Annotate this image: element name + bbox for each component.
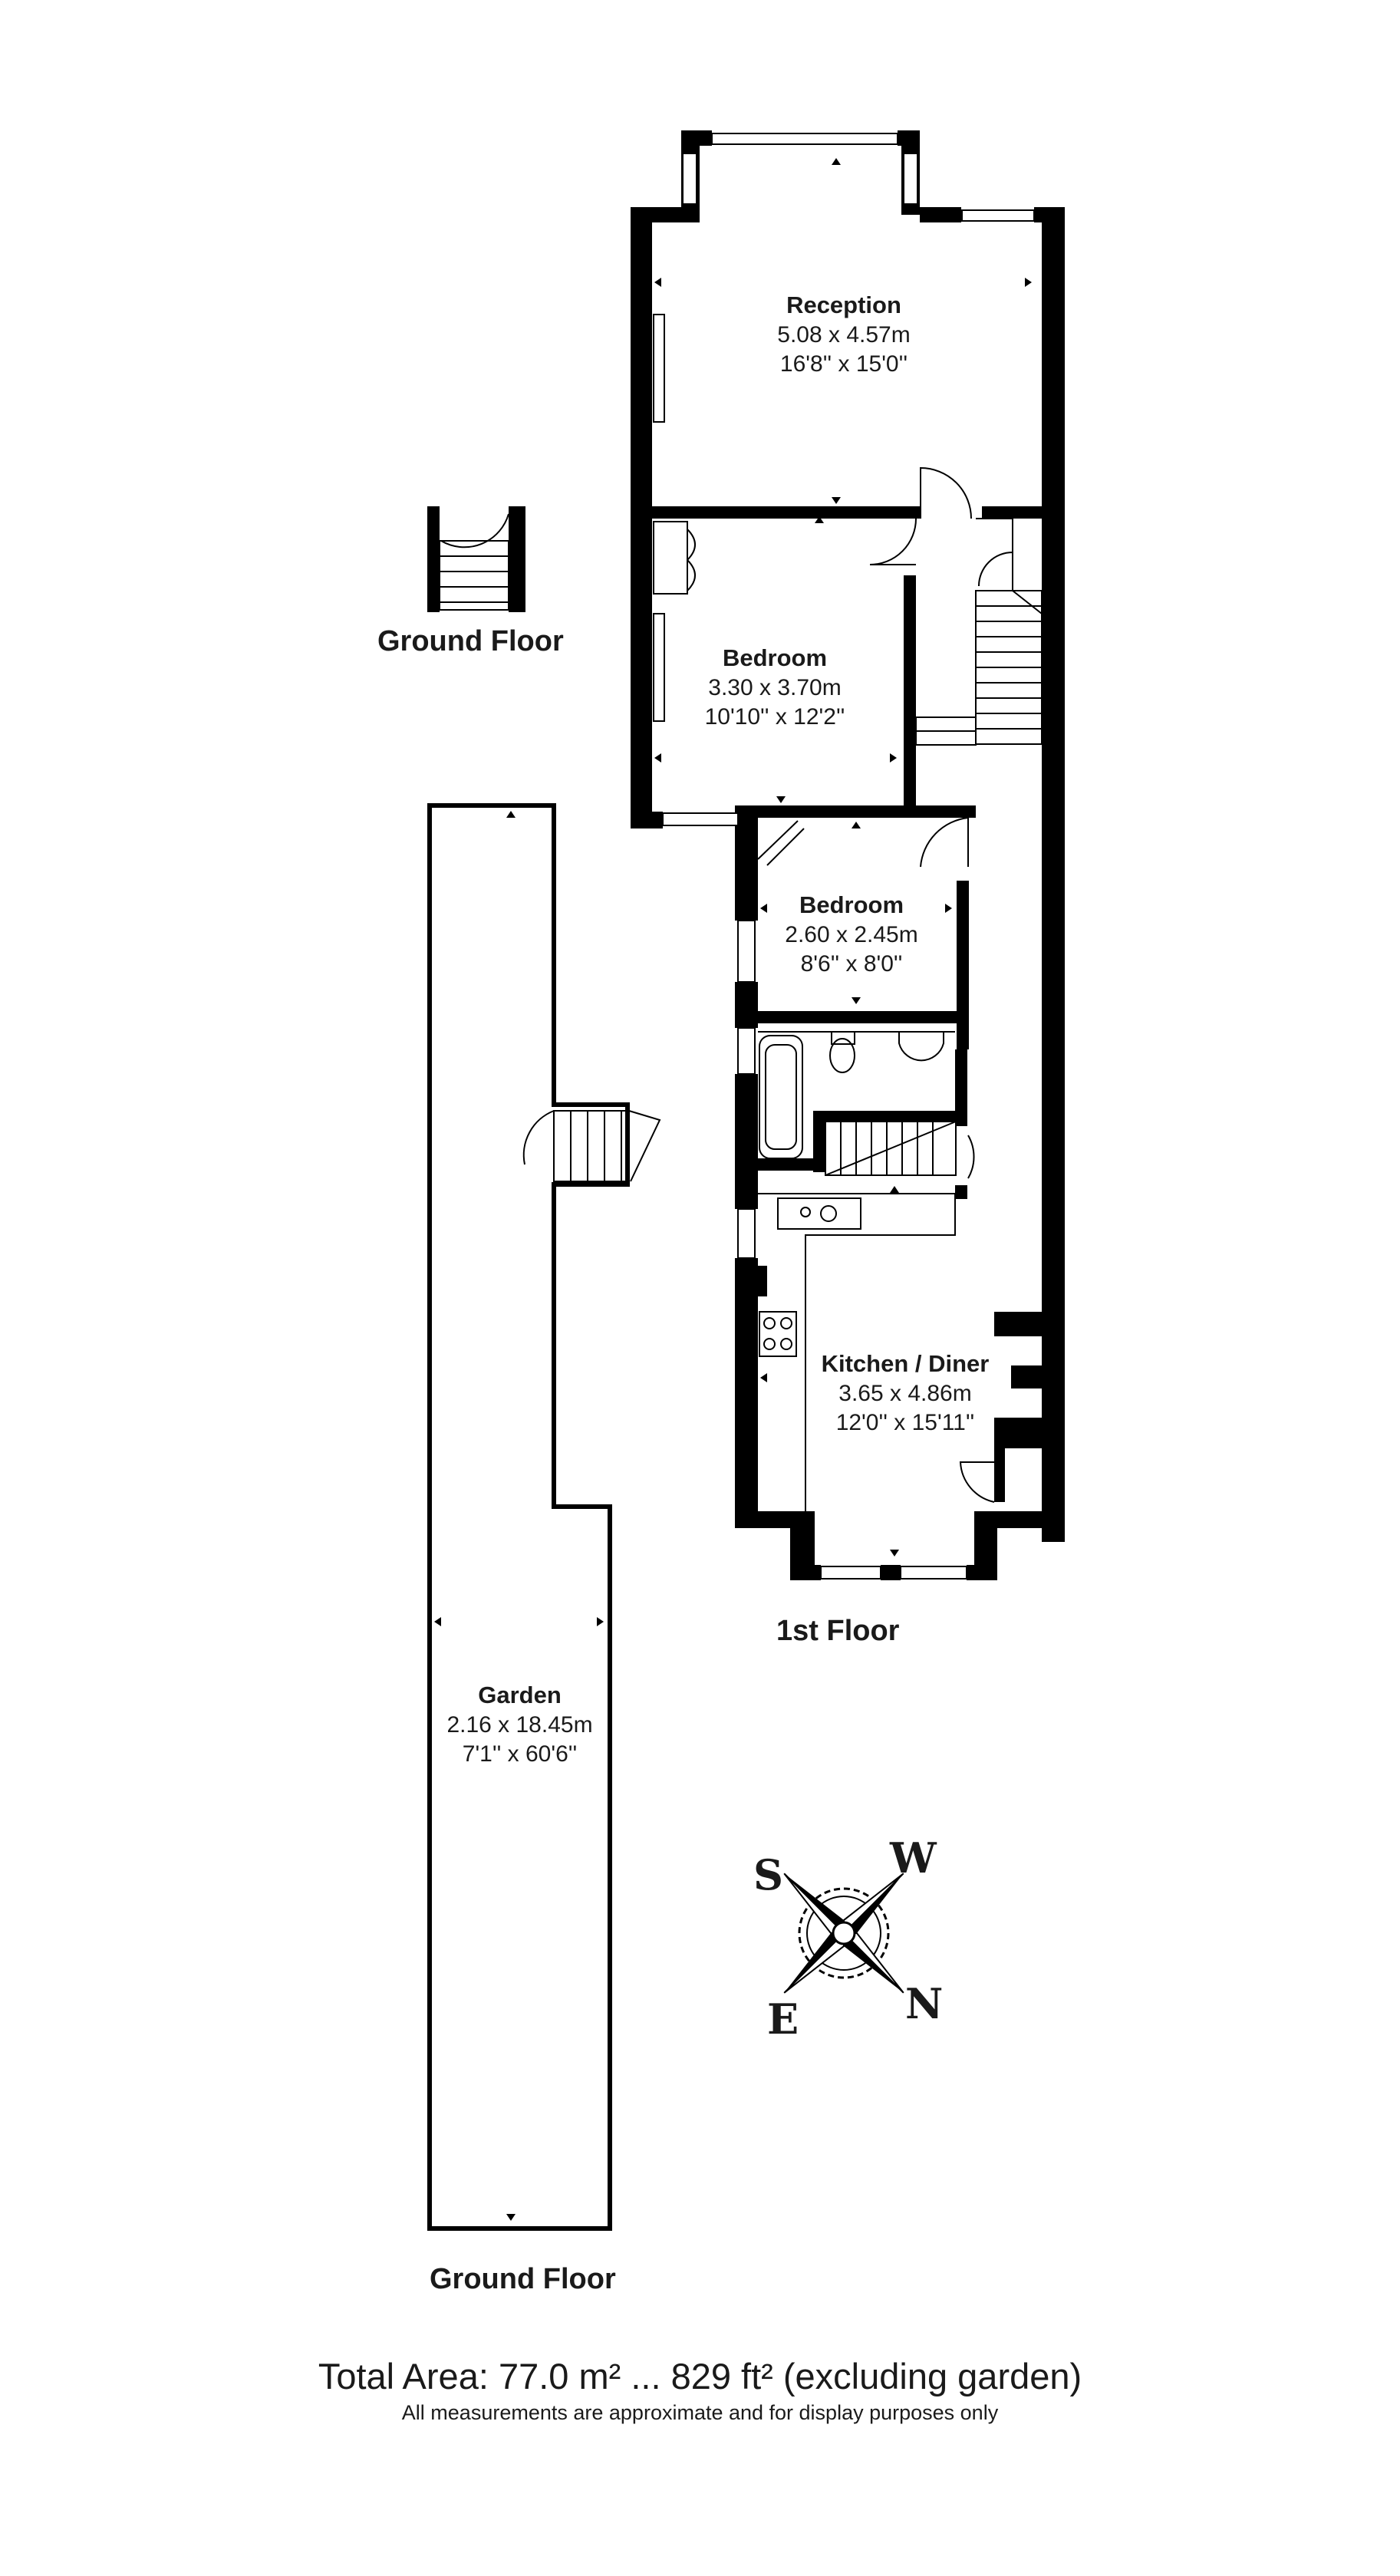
room-reception: Reception 5.08 x 4.57m 16'8'' x 15'0'' bbox=[729, 290, 959, 379]
disclaimer: All measurements are approximate and for… bbox=[401, 2401, 999, 2424]
wall-stair-top bbox=[813, 1111, 955, 1122]
room-bedroom-2: Bedroom 2.60 x 2.45m 8'6'' x 8'0'' bbox=[736, 890, 967, 979]
window-kitchen-left bbox=[737, 1208, 756, 1259]
compass-west: W bbox=[890, 1833, 937, 1883]
wardrobe bbox=[653, 521, 688, 595]
window-reception-right bbox=[961, 209, 1035, 222]
kitchen-cupboard-wall bbox=[994, 1448, 1005, 1502]
room-imperial: 12'0'' x 15'11'' bbox=[835, 1410, 975, 1436]
room-name: Bedroom bbox=[799, 891, 904, 918]
room-imperial: 8'6'' x 8'0'' bbox=[800, 951, 903, 977]
room-metric: 3.30 x 3.70m bbox=[708, 674, 842, 700]
wall-bedroom-bottom-left bbox=[631, 812, 663, 828]
wall-kitchen-left bbox=[735, 1258, 758, 1527]
room-kitchen-diner: Kitchen / Diner 3.65 x 4.86m 12'0'' x 15… bbox=[782, 1349, 1028, 1438]
wall-bed2-left-lower bbox=[735, 982, 758, 1028]
room-metric: 5.08 x 4.57m bbox=[777, 321, 911, 348]
wall-bay-bot-mid bbox=[881, 1565, 901, 1580]
wall-bath-right2 bbox=[955, 1049, 967, 1126]
door-cupboard bbox=[976, 518, 1013, 591]
window-bay-left bbox=[682, 153, 697, 205]
hob bbox=[759, 1311, 797, 1357]
garden-stairs bbox=[553, 1110, 630, 1182]
floor-label-ground-bottom: Ground Floor bbox=[430, 2263, 616, 2295]
room-garden: Garden 2.16 x 18.45m 7'1'' x 60'6'' bbox=[399, 1680, 641, 1769]
door-bed2 bbox=[920, 816, 969, 868]
compass-north: N bbox=[905, 1979, 944, 2028]
wall-bed2-right bbox=[957, 881, 969, 1049]
total-area: Total Area: 77.0 m² ... 829 ft² (excludi… bbox=[318, 2356, 1082, 2396]
room-imperial: 10'10'' x 12'2'' bbox=[704, 704, 845, 730]
wall-left-outer bbox=[631, 207, 652, 828]
compass-south: S bbox=[753, 1850, 783, 1899]
wall-kitchen-left-top bbox=[735, 1171, 758, 1209]
bay-wall-top-right bbox=[898, 130, 920, 146]
compass-rose bbox=[783, 1873, 904, 1994]
basin bbox=[898, 1031, 944, 1062]
floor-label-ground-top: Ground Floor bbox=[377, 625, 564, 657]
wall-bath-bottom bbox=[758, 1158, 819, 1171]
wall-bed2-bottom bbox=[758, 1011, 969, 1023]
wall-top-right bbox=[920, 207, 961, 222]
window-kitchen-bottom-r bbox=[900, 1566, 967, 1580]
wall-bay-bot-base-r bbox=[967, 1565, 997, 1580]
wall-hall-stub bbox=[955, 1185, 967, 1199]
kitchen-counter bbox=[758, 1193, 956, 1511]
wall-bedroom-hall bbox=[904, 575, 916, 805]
window-kitchen-bottom-l bbox=[820, 1566, 881, 1580]
room-bedroom-1: Bedroom 3.30 x 3.70m 10'10'' x 12'2'' bbox=[660, 643, 890, 732]
room-name: Garden bbox=[478, 1682, 562, 1708]
chimney-1 bbox=[994, 1312, 1042, 1336]
window-bath-left bbox=[737, 1027, 756, 1075]
toilet bbox=[829, 1038, 855, 1073]
window-bedroom-bottom bbox=[662, 812, 739, 826]
wall-bed2-top-right bbox=[921, 805, 969, 818]
chimney-3 bbox=[994, 1418, 1042, 1448]
floor-label-first: 1st Floor bbox=[776, 1615, 900, 1647]
bay-wall-top-left bbox=[681, 130, 712, 146]
door-bedroom bbox=[869, 518, 917, 565]
compass-east: E bbox=[767, 1995, 799, 2044]
wall-bath-right bbox=[813, 1111, 825, 1172]
wall-reception-hall bbox=[982, 506, 1043, 519]
room-imperial: 16'8'' x 15'0'' bbox=[779, 351, 908, 377]
sink bbox=[777, 1197, 861, 1230]
wall-bath-left bbox=[735, 1074, 758, 1174]
wall-reception-bedroom bbox=[652, 506, 921, 519]
radiator-reception bbox=[653, 314, 665, 423]
window-bed2-left bbox=[737, 920, 756, 983]
door-stair-cupboard bbox=[967, 1135, 975, 1179]
wall-bedroom-bottom-right bbox=[738, 805, 976, 818]
wall-bay-bot-base-l bbox=[790, 1565, 821, 1580]
gf-stair-small bbox=[439, 540, 509, 611]
stairs-internal bbox=[825, 1121, 957, 1176]
room-imperial: 7'1'' x 60'6'' bbox=[462, 1741, 578, 1767]
room-metric: 2.60 x 2.45m bbox=[785, 921, 918, 947]
wall-kitchen-appliance bbox=[758, 1266, 767, 1296]
room-metric: 2.16 x 18.45m bbox=[446, 1711, 593, 1738]
room-name: Kitchen / Diner bbox=[821, 1350, 990, 1377]
door-kitchen-cupboard bbox=[959, 1461, 995, 1503]
garden-outline bbox=[427, 803, 630, 2231]
bath-tub bbox=[759, 1035, 803, 1159]
room-metric: 3.65 x 4.86m bbox=[838, 1380, 972, 1406]
door-hall bbox=[920, 466, 972, 519]
room-name: Bedroom bbox=[722, 644, 828, 671]
window-bay-right bbox=[903, 153, 918, 205]
window-bay-top bbox=[711, 133, 898, 145]
radiator-bedroom bbox=[653, 613, 665, 722]
wall-right-outer bbox=[1042, 207, 1065, 1542]
room-name: Reception bbox=[786, 292, 901, 318]
